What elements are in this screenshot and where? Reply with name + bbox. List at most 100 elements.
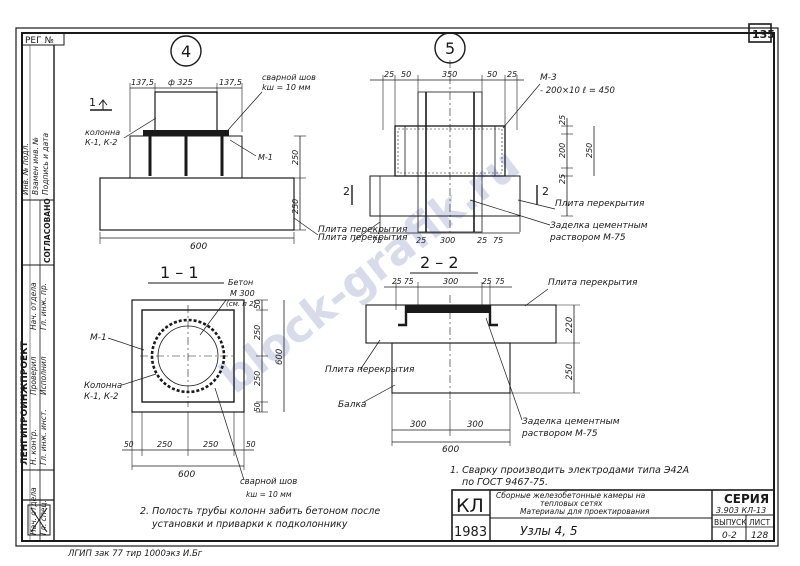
- title-issue-value: 0-2: [722, 531, 737, 541]
- section-1-1-weld-label: сварной шов: [240, 477, 297, 487]
- section-2-2-slab-label-right: Плита перекрытия: [548, 278, 638, 288]
- section-2-2-beam-label: Балка: [338, 400, 366, 410]
- title-sheet-label: ЛИСТ: [749, 518, 770, 527]
- section-2-2-grout-label: Заделка цементным: [522, 417, 620, 427]
- section-2-2-dim-top-1: 25: [392, 277, 402, 286]
- node-5-dim-right-1: 25: [558, 115, 567, 125]
- section-1-1-column-label: Колонна: [84, 381, 122, 391]
- title-block: КЛ 1983 Сборные железобетонные камеры на…: [451, 489, 775, 542]
- node-4-part-label: М-1: [258, 153, 273, 162]
- title-desc-line-2: тепловых сетях: [540, 499, 603, 508]
- node-4-column-value: К-1, К-2: [85, 138, 117, 147]
- title-series-value: 3.903 КЛ-13: [716, 506, 766, 515]
- title-desc-line-1: Сборные железобетонные камеры на: [496, 491, 646, 500]
- section-2-2-dim-top-5: 75: [495, 277, 505, 286]
- node-5-dim-top-1: 25: [384, 70, 394, 79]
- side-approval-row-4: Исполнил: [39, 356, 48, 395]
- reg-label: РЕГ №: [25, 36, 54, 46]
- node-4-column-label: колонна: [85, 128, 120, 137]
- node-5-dim-right-3: 25: [558, 174, 567, 184]
- node-4-dim-top-1: 137,5: [131, 78, 154, 87]
- node-5-dim-top-4: 50: [487, 70, 497, 79]
- section-1-1: 1 – 1 Бетон М 300 (см. п 2) М-1 Колонна …: [84, 263, 297, 499]
- section-1-1-title: 1 – 1: [160, 263, 199, 282]
- note-1-line-2: по ГОСТ 9467-75.: [462, 477, 548, 488]
- node-5-dim-bottom-5: 75: [493, 236, 503, 245]
- section-1-1-dim-right-total: 600: [275, 349, 285, 365]
- section-2-2: 2 – 2 25 75 300 25 75 220 250: [325, 253, 638, 455]
- side-approval-row-2: Гл. инж. пр.: [39, 283, 48, 330]
- side-approval-row-3: Проверил: [29, 356, 38, 395]
- section-2-2-dim-bottom-1: 300: [410, 420, 426, 430]
- node-5: 5 25 50 350 50 25: [343, 32, 648, 245]
- node-5-dim-right-4: 250: [585, 143, 594, 158]
- section-2-2-dim-right-1: 220: [565, 317, 575, 333]
- section-1-1-column-value: К-1, К-2: [84, 392, 118, 402]
- node-5-grout-label: Заделка цементным: [550, 221, 648, 231]
- page-number-box: [748, 23, 772, 43]
- node-5-column: [417, 91, 483, 233]
- node-4-dim-top-2: ф 325: [168, 78, 193, 87]
- section-1-1-part-label: М-1: [90, 333, 107, 343]
- node-5-dim-top-3: 350: [442, 70, 457, 79]
- node-4-dim-top-3: 137,5: [219, 78, 242, 87]
- note-2-line-2: установки и приварки к подколоннику: [151, 519, 348, 530]
- section-2-2-dim-bottom-2: 300: [467, 420, 483, 430]
- section-1-1-dim-bottom-1: 50: [124, 440, 134, 449]
- node-4: 4 137,5 ф 325 137,5 600 2: [85, 35, 408, 252]
- node-5-number: 5: [445, 39, 455, 58]
- node-4-number: 4: [181, 42, 191, 61]
- section-1-1-dim-right-1: 50: [253, 299, 262, 309]
- section-2-2-dim-top-2: 75: [404, 277, 414, 286]
- side-lower-row-1: Гл. инж. инст.: [39, 409, 48, 465]
- side-top-row-3: Инв. № подл.: [21, 143, 30, 195]
- section-2-2-grout-value: раствором М-75: [521, 429, 598, 439]
- node-5-dim-bottom-4: 25: [477, 236, 487, 245]
- node-4-weld-value: kш = 10 мм: [262, 83, 311, 92]
- section-2-2-plate: [406, 305, 490, 313]
- section-1-1-dim-bottom-total: 600: [178, 470, 195, 480]
- inner-frame: [21, 32, 775, 542]
- node-4-column: [154, 91, 218, 135]
- node-5-dim-top-2: 50: [401, 70, 411, 79]
- side-top-row-1: Взамен инв. №: [31, 137, 40, 195]
- section-1-1-concrete-note: (см. п 2): [226, 300, 257, 308]
- side-approval-row-1: Нач. отдела: [29, 282, 38, 330]
- node-5-section-mark: 2: [343, 185, 350, 198]
- node-4-slab-label: Плита перекрытия: [318, 225, 408, 235]
- side-top-row-2: Подпись и дата: [41, 132, 50, 195]
- node-5-slab-label-left: Плита перекрытия: [318, 233, 408, 243]
- node-4-slab: [99, 177, 295, 231]
- title-year: 1983: [454, 525, 487, 540]
- section-2-2-dim-top-4: 25: [482, 277, 492, 286]
- node-5-grout-value: раствором М-75: [549, 233, 626, 243]
- node-5-dim-bottom-2: 25: [416, 236, 426, 245]
- node-5-dim-right-2: 200: [558, 143, 567, 158]
- section-1-1-dim-right-2: 250: [253, 325, 262, 340]
- title-series-label: СЕРИЯ: [724, 492, 769, 506]
- side-org: ЛЕНГИПРОИНЖПРОЕКТ: [20, 340, 30, 465]
- node-4-dim-bottom: 600: [190, 242, 207, 252]
- section-2-2-dim-right-2: 250: [565, 364, 575, 380]
- section-2-2-beam: [391, 342, 511, 394]
- title-code: КЛ: [456, 495, 484, 517]
- section-1-1-dim-bottom-2: 250: [157, 440, 172, 449]
- title-sheet-title: Узлы 4, 5: [520, 524, 578, 538]
- side-approval-title: СОГЛАСОВАНО: [43, 198, 52, 263]
- footer-print-info: ЛГИП зак 77 тир 1000экз И.Бг: [67, 549, 203, 559]
- side-panel: Взамен инв. № Подпись и дата Инв. № подл…: [20, 45, 55, 541]
- node-4-marker: [170, 35, 202, 67]
- node-5-part-label: М-3: [540, 73, 557, 83]
- node-5-dim-bottom-3: 300: [440, 236, 455, 245]
- section-1-1-dim-right-3: 250: [253, 371, 262, 386]
- node-4-weld-label: сварной шов: [262, 73, 316, 82]
- node-5-slab-label-right: Плита перекрытия: [555, 199, 645, 209]
- node-4-section-mark: 1: [89, 96, 96, 109]
- page-number: 135: [752, 28, 775, 41]
- section-1-1-dim-bottom-4: 50: [246, 440, 256, 449]
- note-1-line-1: 1. Сварку производить электродами типа Э…: [450, 465, 689, 476]
- section-1-1-concrete-value: М 300: [230, 289, 255, 298]
- title-issue-label: ВЫПУСК: [714, 518, 747, 527]
- org-emblem: [27, 504, 51, 536]
